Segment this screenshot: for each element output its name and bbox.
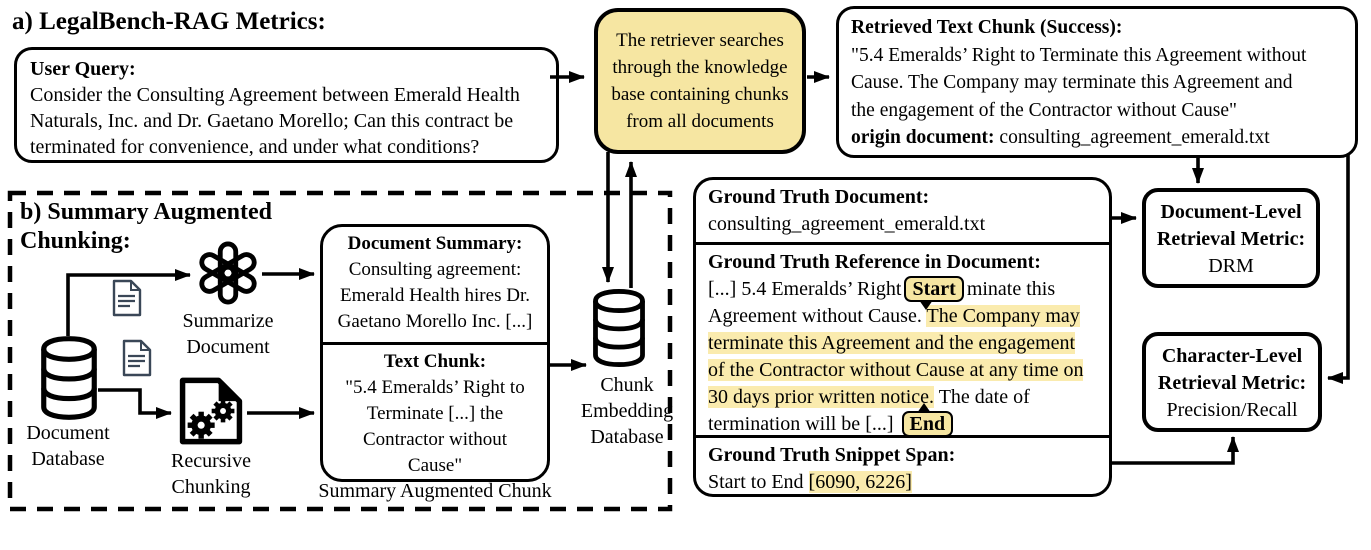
ground-truth-snippet-value: Start to End [6090, 6226] xyxy=(708,469,1097,494)
start-badge: Start xyxy=(904,276,964,310)
ground-truth-document-value: consulting_agreement_emerald.txt xyxy=(708,213,986,235)
ground-truth-reference-title: Ground Truth Reference in Document: xyxy=(708,251,1041,273)
character-level-metric-value: Precision/Recall xyxy=(1166,399,1298,421)
character-level-metric-title: Character-Level Retrieval Metric: xyxy=(1157,345,1307,394)
text-chunk-body: "5.4 Emeralds’ Right to Terminate [...] … xyxy=(345,377,525,476)
ground-truth-document-title: Ground Truth Document: xyxy=(708,186,930,208)
snippet-span-highlight: [6090, 6226] xyxy=(808,471,912,493)
recursive-chunking-icon xyxy=(179,377,243,445)
retrieved-chunk-box: Retrieved Text Chunk (Success): "5.4 Eme… xyxy=(836,6,1358,158)
character-level-metric-box: Character-Level Retrieval Metric: Precis… xyxy=(1142,332,1322,432)
document-icon xyxy=(122,339,152,377)
user-query-body: Consider the Consulting Agreement betwee… xyxy=(30,84,520,158)
retriever-note-box: The retriever searches through the knowl… xyxy=(594,8,806,154)
recursive-chunking-label: Recursive Chunking xyxy=(171,450,251,498)
reference-text: [...] 5.4 Emeralds’ Right xyxy=(708,278,902,300)
text-chunk-title: Text Chunk: xyxy=(383,351,487,372)
arrow-snippet-to-clrm xyxy=(1112,436,1239,465)
ground-truth-box: Ground Truth Document: consulting_agreem… xyxy=(693,177,1112,497)
snippet-prefix: Start to End xyxy=(708,471,809,493)
document-database-label: Document Database xyxy=(26,422,110,470)
reference-text: The date of termination will be [...] xyxy=(708,386,1030,435)
document-level-metric-title: Document-Level Retrieval Metric: xyxy=(1156,201,1306,250)
chunk-embedding-database-icon xyxy=(593,289,645,367)
chunk-embedding-database-label: Chunk Embedding Database xyxy=(580,374,674,448)
ground-truth-snippet-section: Ground Truth Snippet Span: Start to End … xyxy=(696,435,1109,494)
retrieved-chunk-origin: origin document: consulting_agreement_em… xyxy=(851,124,1343,152)
arrow-chunk-to-clrm xyxy=(1327,155,1350,384)
origin-document-label: origin document: xyxy=(851,127,995,148)
document-summary-title: Document Summary: xyxy=(347,233,523,254)
openai-logo-icon xyxy=(199,241,257,305)
document-database-icon xyxy=(41,336,97,420)
ground-truth-document-section: Ground Truth Document: consulting_agreem… xyxy=(696,180,1109,242)
user-query-box: User Query: Consider the Consulting Agre… xyxy=(14,47,559,163)
document-summary-body: Consulting agreement: Emerald Health hir… xyxy=(337,259,533,332)
ground-truth-snippet-title: Ground Truth Snippet Span: xyxy=(708,444,956,466)
ground-truth-reference-section: Ground Truth Reference in Document: [...… xyxy=(696,242,1109,438)
origin-document-value: consulting_agreement_emerald.txt xyxy=(994,127,1270,148)
retriever-note-text: The retriever searches through the knowl… xyxy=(611,30,789,132)
document-summary-section: Document Summary: Consulting agreement: … xyxy=(323,227,547,345)
end-badge: End xyxy=(901,403,954,437)
panel-a-heading: a) LegalBench-RAG Metrics: xyxy=(12,8,326,35)
summary-augmented-chunk-caption: Summary Augmented Chunk xyxy=(318,480,552,502)
document-level-metric-value: DRM xyxy=(1208,255,1254,277)
document-icon xyxy=(112,279,142,317)
summarize-document-label: Summarize Document xyxy=(182,310,274,358)
summary-augmented-chunk-box: Document Summary: Consulting agreement: … xyxy=(320,224,550,482)
retrieved-chunk-title: Retrieved Text Chunk (Success): xyxy=(851,17,1123,38)
reference-text: minate this Agreement without Cause. xyxy=(708,278,1056,327)
user-query-title: User Query: xyxy=(30,58,136,80)
retrieved-chunk-body: "5.4 Emeralds’ Right to Terminate this A… xyxy=(851,44,1307,121)
arrow-db-to-recursive xyxy=(98,388,172,419)
document-level-metric-box: Document-Level Retrieval Metric: DRM xyxy=(1142,188,1320,288)
text-chunk-section: Text Chunk: "5.4 Emeralds’ Right to Term… xyxy=(323,345,547,479)
